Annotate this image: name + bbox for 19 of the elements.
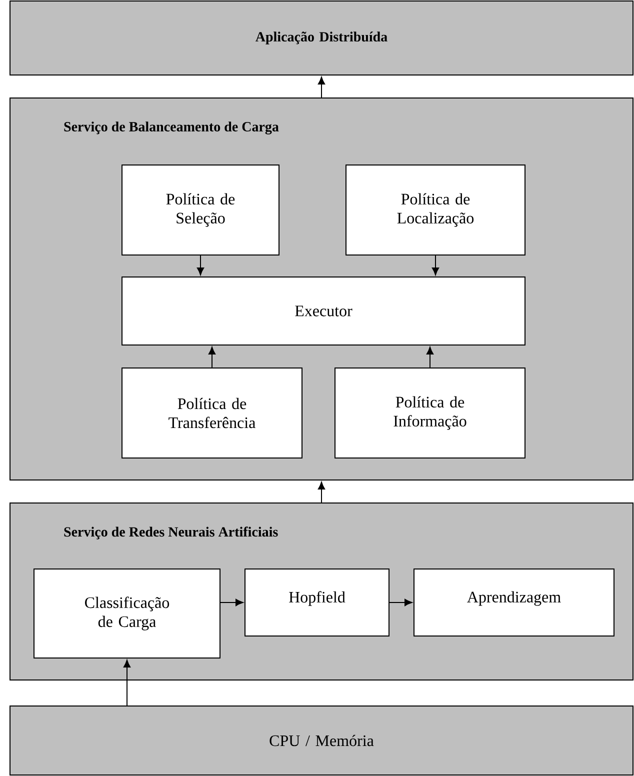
layer-box: CPU / Memória [10, 706, 634, 776]
process-box: Política de Localização [346, 164, 526, 256]
process-box: Classificação de Carga [34, 568, 220, 658]
layer-box: Aplicação Distribuída [10, 0, 634, 76]
arrow [123, 660, 131, 706]
arrow [318, 482, 326, 503]
arrow [389, 598, 412, 606]
process-box: Política de Informação [334, 368, 526, 458]
arrow [208, 346, 216, 368]
process-box: Aprendizagem [414, 568, 614, 636]
arrow [220, 598, 244, 606]
process-box: Executor [122, 276, 526, 346]
arrow [196, 255, 204, 276]
process-box: Hopfield [244, 568, 390, 636]
arrow [318, 76, 326, 98]
process-box: Política de Transferência [122, 368, 302, 458]
arrow [426, 346, 434, 368]
process-box: Política de Seleção [122, 164, 280, 256]
arrow [432, 255, 440, 276]
